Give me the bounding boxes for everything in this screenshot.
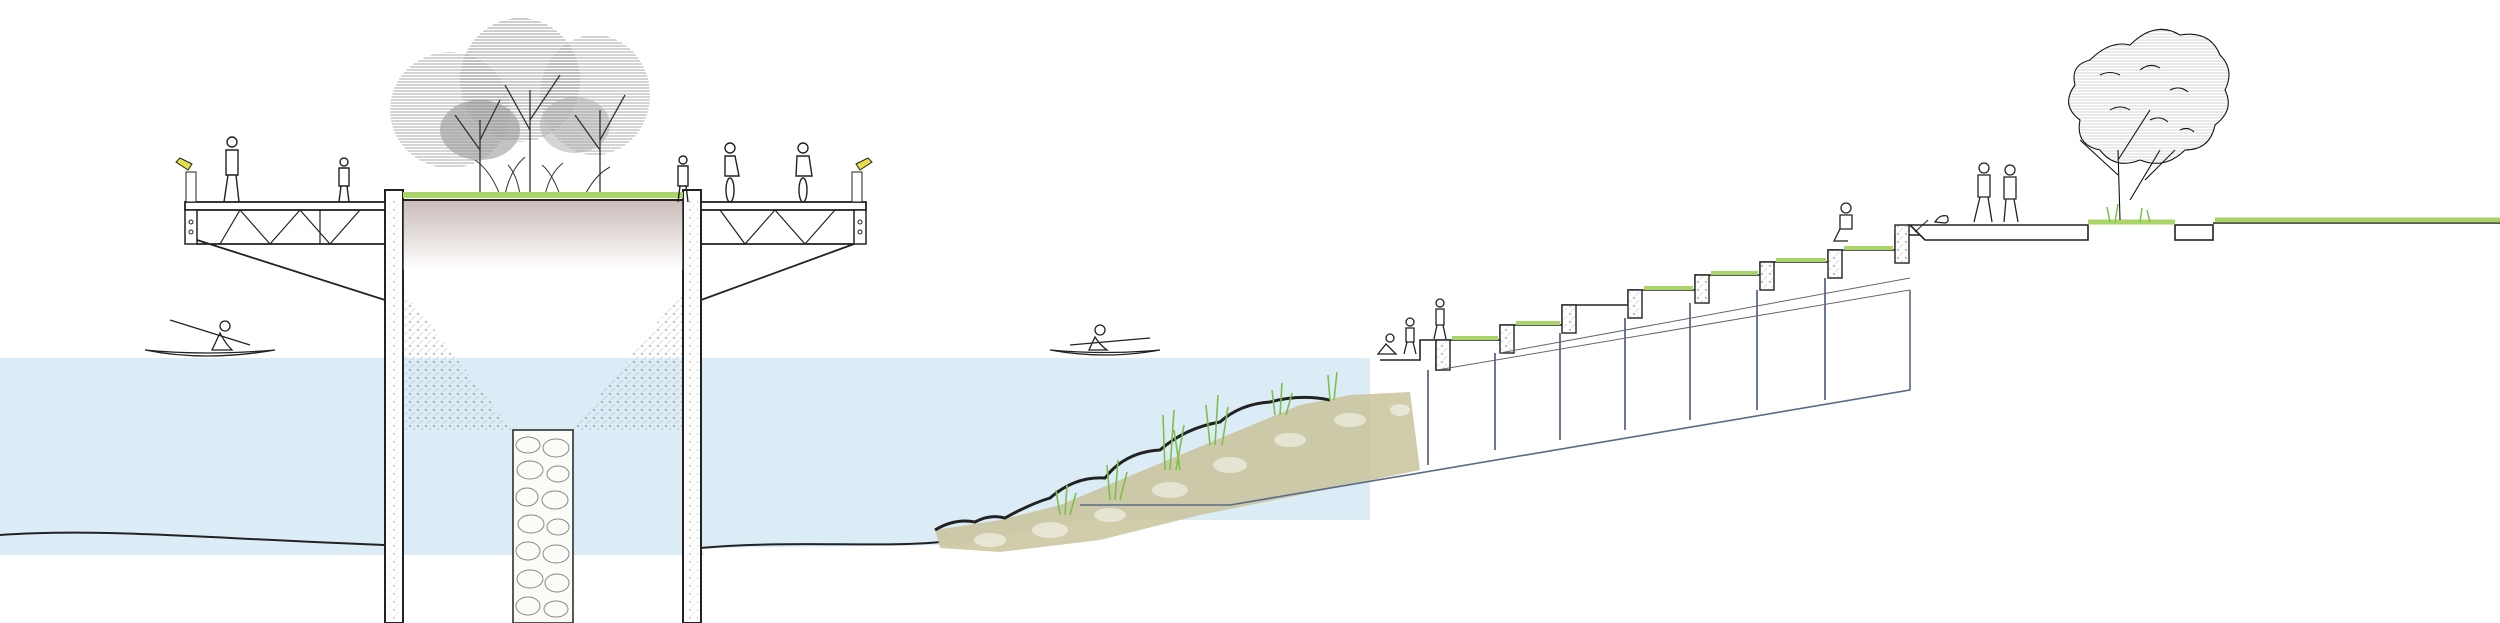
bicycle-icon — [795, 142, 813, 203]
person-icon — [1403, 317, 1417, 355]
person-icon — [1973, 162, 1993, 223]
person-icon — [1376, 333, 1398, 355]
pedestrians — [1933, 162, 2019, 224]
pedestrians — [223, 136, 689, 203]
lamp-posts — [175, 157, 873, 203]
planter-trees — [390, 18, 683, 198]
cyclists — [724, 142, 813, 203]
upper-promenade — [1908, 217, 2500, 241]
pedestrians — [1376, 202, 1853, 355]
riprap-shore — [934, 392, 1420, 552]
kayaker-right — [1049, 324, 1161, 356]
stone-column — [512, 429, 574, 623]
cantilever-deck-right — [700, 201, 867, 301]
terraced-steps — [1080, 224, 1930, 506]
person-icon — [1433, 298, 1447, 340]
pier-structure — [384, 189, 702, 623]
person-icon — [2003, 164, 2019, 223]
person-icon — [1832, 202, 1853, 242]
large-tree — [2068, 28, 2230, 223]
person-icon — [338, 157, 350, 203]
bicycle-icon — [724, 142, 740, 203]
dog-icon — [1933, 214, 1949, 224]
reed-grass — [1055, 371, 1338, 516]
person-icon — [677, 155, 689, 203]
person-icon — [223, 136, 240, 203]
cantilever-deck-left — [184, 201, 386, 301]
kayaker-left — [144, 319, 276, 357]
